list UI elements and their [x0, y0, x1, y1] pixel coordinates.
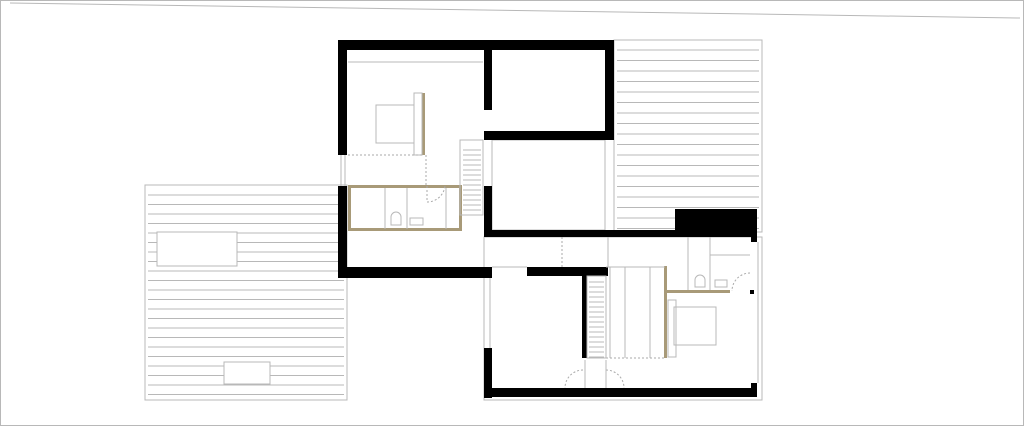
door-swing-icon — [731, 272, 751, 292]
staircase-icon — [586, 275, 607, 359]
wood-partitions — [348, 93, 730, 358]
right-deck — [613, 39, 763, 233]
door-swing-icon — [605, 369, 625, 389]
deck-hatch — [223, 361, 271, 385]
deck-opening — [156, 231, 238, 267]
bed-icon — [375, 92, 423, 156]
door-swing-icon — [564, 369, 584, 389]
staircase-icon — [459, 139, 484, 216]
toilet-icon — [694, 274, 706, 288]
door-swing-icon — [426, 185, 446, 203]
bed-icon — [667, 299, 717, 358]
frame-slant-line — [9, 2, 1021, 19]
void-room — [491, 139, 606, 231]
sink-icon — [409, 217, 424, 226]
lower-wing-outline — [483, 236, 763, 401]
toilet-icon — [390, 211, 402, 226]
sink-icon — [714, 279, 728, 288]
walls — [338, 40, 757, 398]
